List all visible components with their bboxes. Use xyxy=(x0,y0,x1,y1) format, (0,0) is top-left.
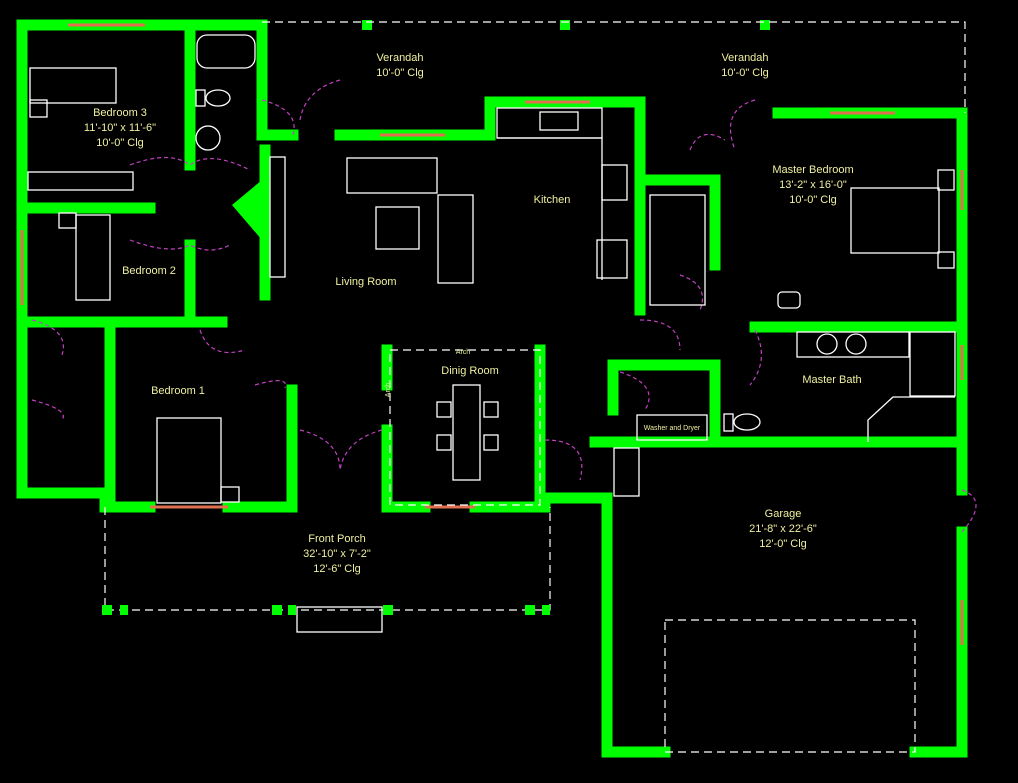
label-master-bedroom: Master Bedroom 13'-2" x 16'-0" 10'-0" Clg xyxy=(772,164,853,206)
svg-text:12'-6" Clg: 12'-6" Clg xyxy=(313,563,361,575)
svg-text:10'-0" Clg: 10'-0" Clg xyxy=(376,67,424,79)
label-verandah-left: Verandah 10'-0" Clg xyxy=(376,52,424,79)
svg-text:Verandah: Verandah xyxy=(721,52,768,64)
dashed-outlines xyxy=(102,21,966,753)
svg-text:Garage: Garage xyxy=(765,508,802,520)
svg-text:Washer and Dryer: Washer and Dryer xyxy=(644,425,701,432)
arch-label-top: Arch xyxy=(456,349,471,356)
label-kitchen: Kitchen xyxy=(534,194,571,206)
label-laundry: Washer and Dryer xyxy=(644,425,701,432)
svg-text:Verandah: Verandah xyxy=(376,52,423,64)
room-labels: Verandah 10'-0" Clg Verandah 10'-0" Clg Be… xyxy=(84,52,862,575)
label-garage: Garage 21'-8" x 22'-6" 12'-0" Clg xyxy=(749,508,817,550)
label-bedroom-2: Bedroom 2 xyxy=(122,265,176,277)
svg-text:13'-2" x 16'-0": 13'-2" x 16'-0" xyxy=(779,179,847,191)
svg-text:Kitchen: Kitchen xyxy=(534,194,571,206)
label-dining-room: Dinig Room xyxy=(441,365,498,377)
svg-text:11'-10" x 11'-6": 11'-10" x 11'-6" xyxy=(84,122,156,134)
svg-text:Master Bath: Master Bath xyxy=(802,374,861,386)
svg-text:Bedroom 2: Bedroom 2 xyxy=(122,265,176,277)
doors xyxy=(31,79,977,533)
svg-text:Living Room: Living Room xyxy=(335,276,396,288)
label-front-porch: Front Porch 32'-10" x 7'-2" 12'-6" Clg xyxy=(303,533,371,575)
windows xyxy=(20,23,964,645)
svg-text:12'-0" Clg: 12'-0" Clg xyxy=(759,538,807,550)
svg-text:21'-8" x 22'-6": 21'-8" x 22'-6" xyxy=(749,523,817,535)
label-verandah-right: Verandah 10'-0" Clg xyxy=(721,52,769,79)
svg-text:32'-10" x 7'-2": 32'-10" x 7'-2" xyxy=(303,548,371,560)
label-bedroom-1: Bedroom 1 xyxy=(151,385,205,397)
svg-text:10'-0" Clg: 10'-0" Clg xyxy=(721,67,769,79)
svg-text:10'-0" Clg: 10'-0" Clg xyxy=(789,194,837,206)
svg-text:Bedroom 3: Bedroom 3 xyxy=(93,107,147,119)
label-living-room: Living Room xyxy=(335,276,396,288)
fixtures xyxy=(27,34,956,504)
svg-text:Bedroom 1: Bedroom 1 xyxy=(151,385,205,397)
label-bedroom-3: Bedroom 3 11'-10" x 11'-6" 10'-0" Clg xyxy=(84,107,156,149)
arch-label-left: Arch xyxy=(385,383,392,398)
label-master-bath: Master Bath xyxy=(802,374,861,386)
svg-text:Dinig Room: Dinig Room xyxy=(441,365,498,377)
svg-text:Front Porch: Front Porch xyxy=(308,533,365,545)
svg-text:10'-0" Clg: 10'-0" Clg xyxy=(96,137,144,149)
svg-text:Master Bedroom: Master Bedroom xyxy=(772,164,853,176)
